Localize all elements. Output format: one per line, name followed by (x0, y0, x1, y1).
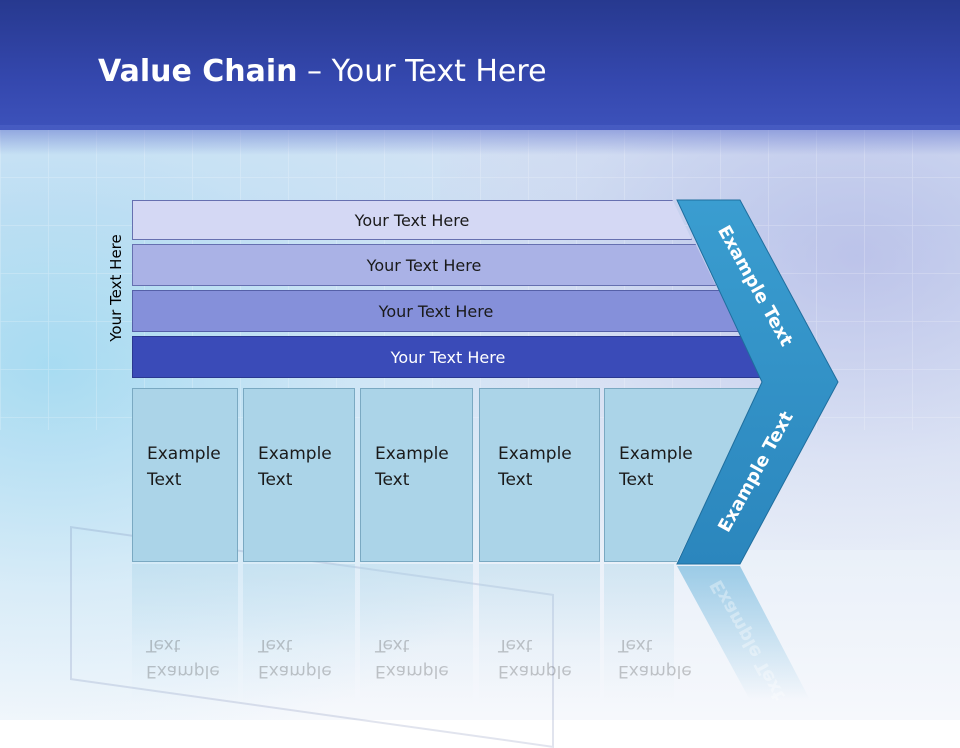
chevron-arrow (676, 199, 839, 700)
band-1-label: Your Text Here (354, 210, 470, 230)
cell-5-line1: Example (619, 444, 693, 464)
cell-3-line1: Example (375, 444, 449, 464)
slide-title-bold: Value Chain (98, 54, 298, 89)
cell-5-line2: Text (619, 470, 654, 490)
slide-title-rest: – Your Text Here (297, 54, 547, 89)
cell-2: Example Text (243, 388, 355, 562)
header-fade (0, 125, 960, 155)
cell-3: Example Text (360, 388, 473, 562)
band-2: Your Text Here (132, 244, 716, 286)
band-1: Your Text Here (132, 200, 692, 240)
cell-4-line2: Text (498, 470, 533, 490)
cell-4: Example Text (479, 388, 600, 562)
chevron-reflection (677, 566, 810, 700)
band-4: Your Text Here (132, 336, 764, 378)
cell-5-reflection (604, 564, 674, 704)
cell-1-line2: Text (147, 470, 182, 490)
band-2-label: Your Text Here (366, 255, 482, 275)
cell-2-line2: Text (258, 470, 293, 490)
cell-2-line1: Example (258, 444, 332, 464)
chevron-shape (676, 199, 839, 565)
band-3-label: Your Text Here (378, 301, 494, 321)
cell-1: Example Text (132, 388, 238, 562)
cell-3-line2: Text (375, 470, 410, 490)
cell-2-reflection (243, 564, 355, 704)
cell-4-reflection (479, 564, 600, 704)
header-bar (0, 0, 960, 130)
band-4-label: Your Text Here (390, 347, 506, 367)
cell-1-reflection (132, 564, 238, 704)
band-3: Your Text Here (132, 290, 740, 332)
cell-3-reflection (360, 564, 473, 704)
slide-title: Value Chain – Your Text Here (98, 54, 547, 89)
cell-1-line1: Example (147, 444, 221, 464)
cell-4-line1: Example (498, 444, 572, 464)
